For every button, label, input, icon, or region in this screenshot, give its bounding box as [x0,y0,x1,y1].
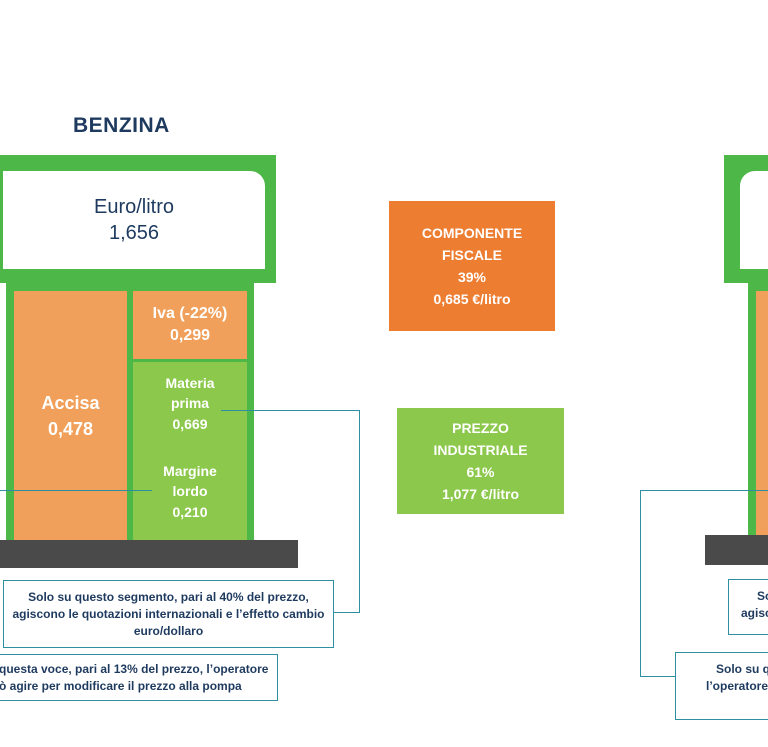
right-connector-end [640,676,675,677]
right-note-b-line1: Solo su q [716,662,768,676]
materia-label-1: Materia [165,375,215,391]
right-note-a: Solo agisco [728,579,768,635]
iva-value: 0,299 [169,327,211,344]
prezzo-industriale-line2: INDUSTRIALE [433,442,528,458]
margine-label-2: lordo [172,483,208,499]
right-note-b-line2: l’operatore [706,679,768,693]
industrial-segment [133,362,247,540]
segment-note-line3: euro/dollaro [133,623,204,638]
pump-base [0,540,298,568]
price-unit-label: Euro/litro [93,196,175,218]
segment-note-line1: Solo su questo segmento, pari al 40% del… [28,589,309,604]
componente-fiscale-line1: COMPONENTE [421,225,523,241]
materia-prima-block: Materia prima 0,669 [133,370,247,438]
voce-note-line2: ò agire per modificare il prezzo alla po… [0,678,242,693]
componente-fiscale-value: 0,685 €/litro [433,291,511,307]
margine-value: 0,210 [172,504,208,520]
price-value: 1,656 [108,222,160,244]
margine-lordo-block: Margine lordo 0,210 [133,458,247,526]
right-note-a-line1: Solo [757,589,768,603]
materia-label-2: prima [170,395,210,411]
voce-note-line1: questa voce, pari al 13% del prezzo, l’o… [0,661,269,676]
componente-fiscale-percent: 39% [457,269,487,285]
connector-materia-h [221,410,360,411]
prezzo-industriale-line1: PREZZO [452,420,509,436]
componente-fiscale-line2: FISCALE [442,247,502,263]
right-accisa-segment [756,291,768,540]
price-display: Euro/litro 1,656 [0,168,268,272]
accisa-value: 0,478 [47,418,94,439]
connector-margine-h [0,490,152,491]
prezzo-industriale-percent: 61% [466,464,495,480]
fuel-title: BENZINA [73,114,170,137]
margine-label-1: Margine [163,463,217,479]
connector-materia-end [333,612,360,613]
right-note-a-line2: agisco [741,606,768,620]
voce-note: questa voce, pari al 13% del prezzo, l’o… [0,654,278,701]
segment-note: Solo su questo segmento, pari al 40% del… [3,580,334,648]
materia-value: 0,669 [172,416,208,432]
segment-note-line2: agiscono le quotazioni internazionali e … [12,606,325,621]
right-connector-v [640,490,641,677]
right-pump-base [705,535,768,565]
right-note-b: Solo su q l’operatore [675,652,768,720]
prezzo-industriale-value: 1,077 €/litro [441,486,520,502]
right-connector-h [640,490,768,491]
connector-materia-v [359,410,360,613]
prezzo-industriale-box: PREZZO INDUSTRIALE 61% 1,077 €/litro [397,408,564,514]
iva-segment: Iva (-22%) 0,299 [133,291,247,359]
accisa-label: Accisa [41,392,100,413]
right-price-display [737,168,768,272]
iva-label: Iva (-22%) [152,305,228,322]
accisa-segment: Accisa 0,478 [14,291,127,540]
componente-fiscale-box: COMPONENTE FISCALE 39% 0,685 €/litro [389,201,555,331]
